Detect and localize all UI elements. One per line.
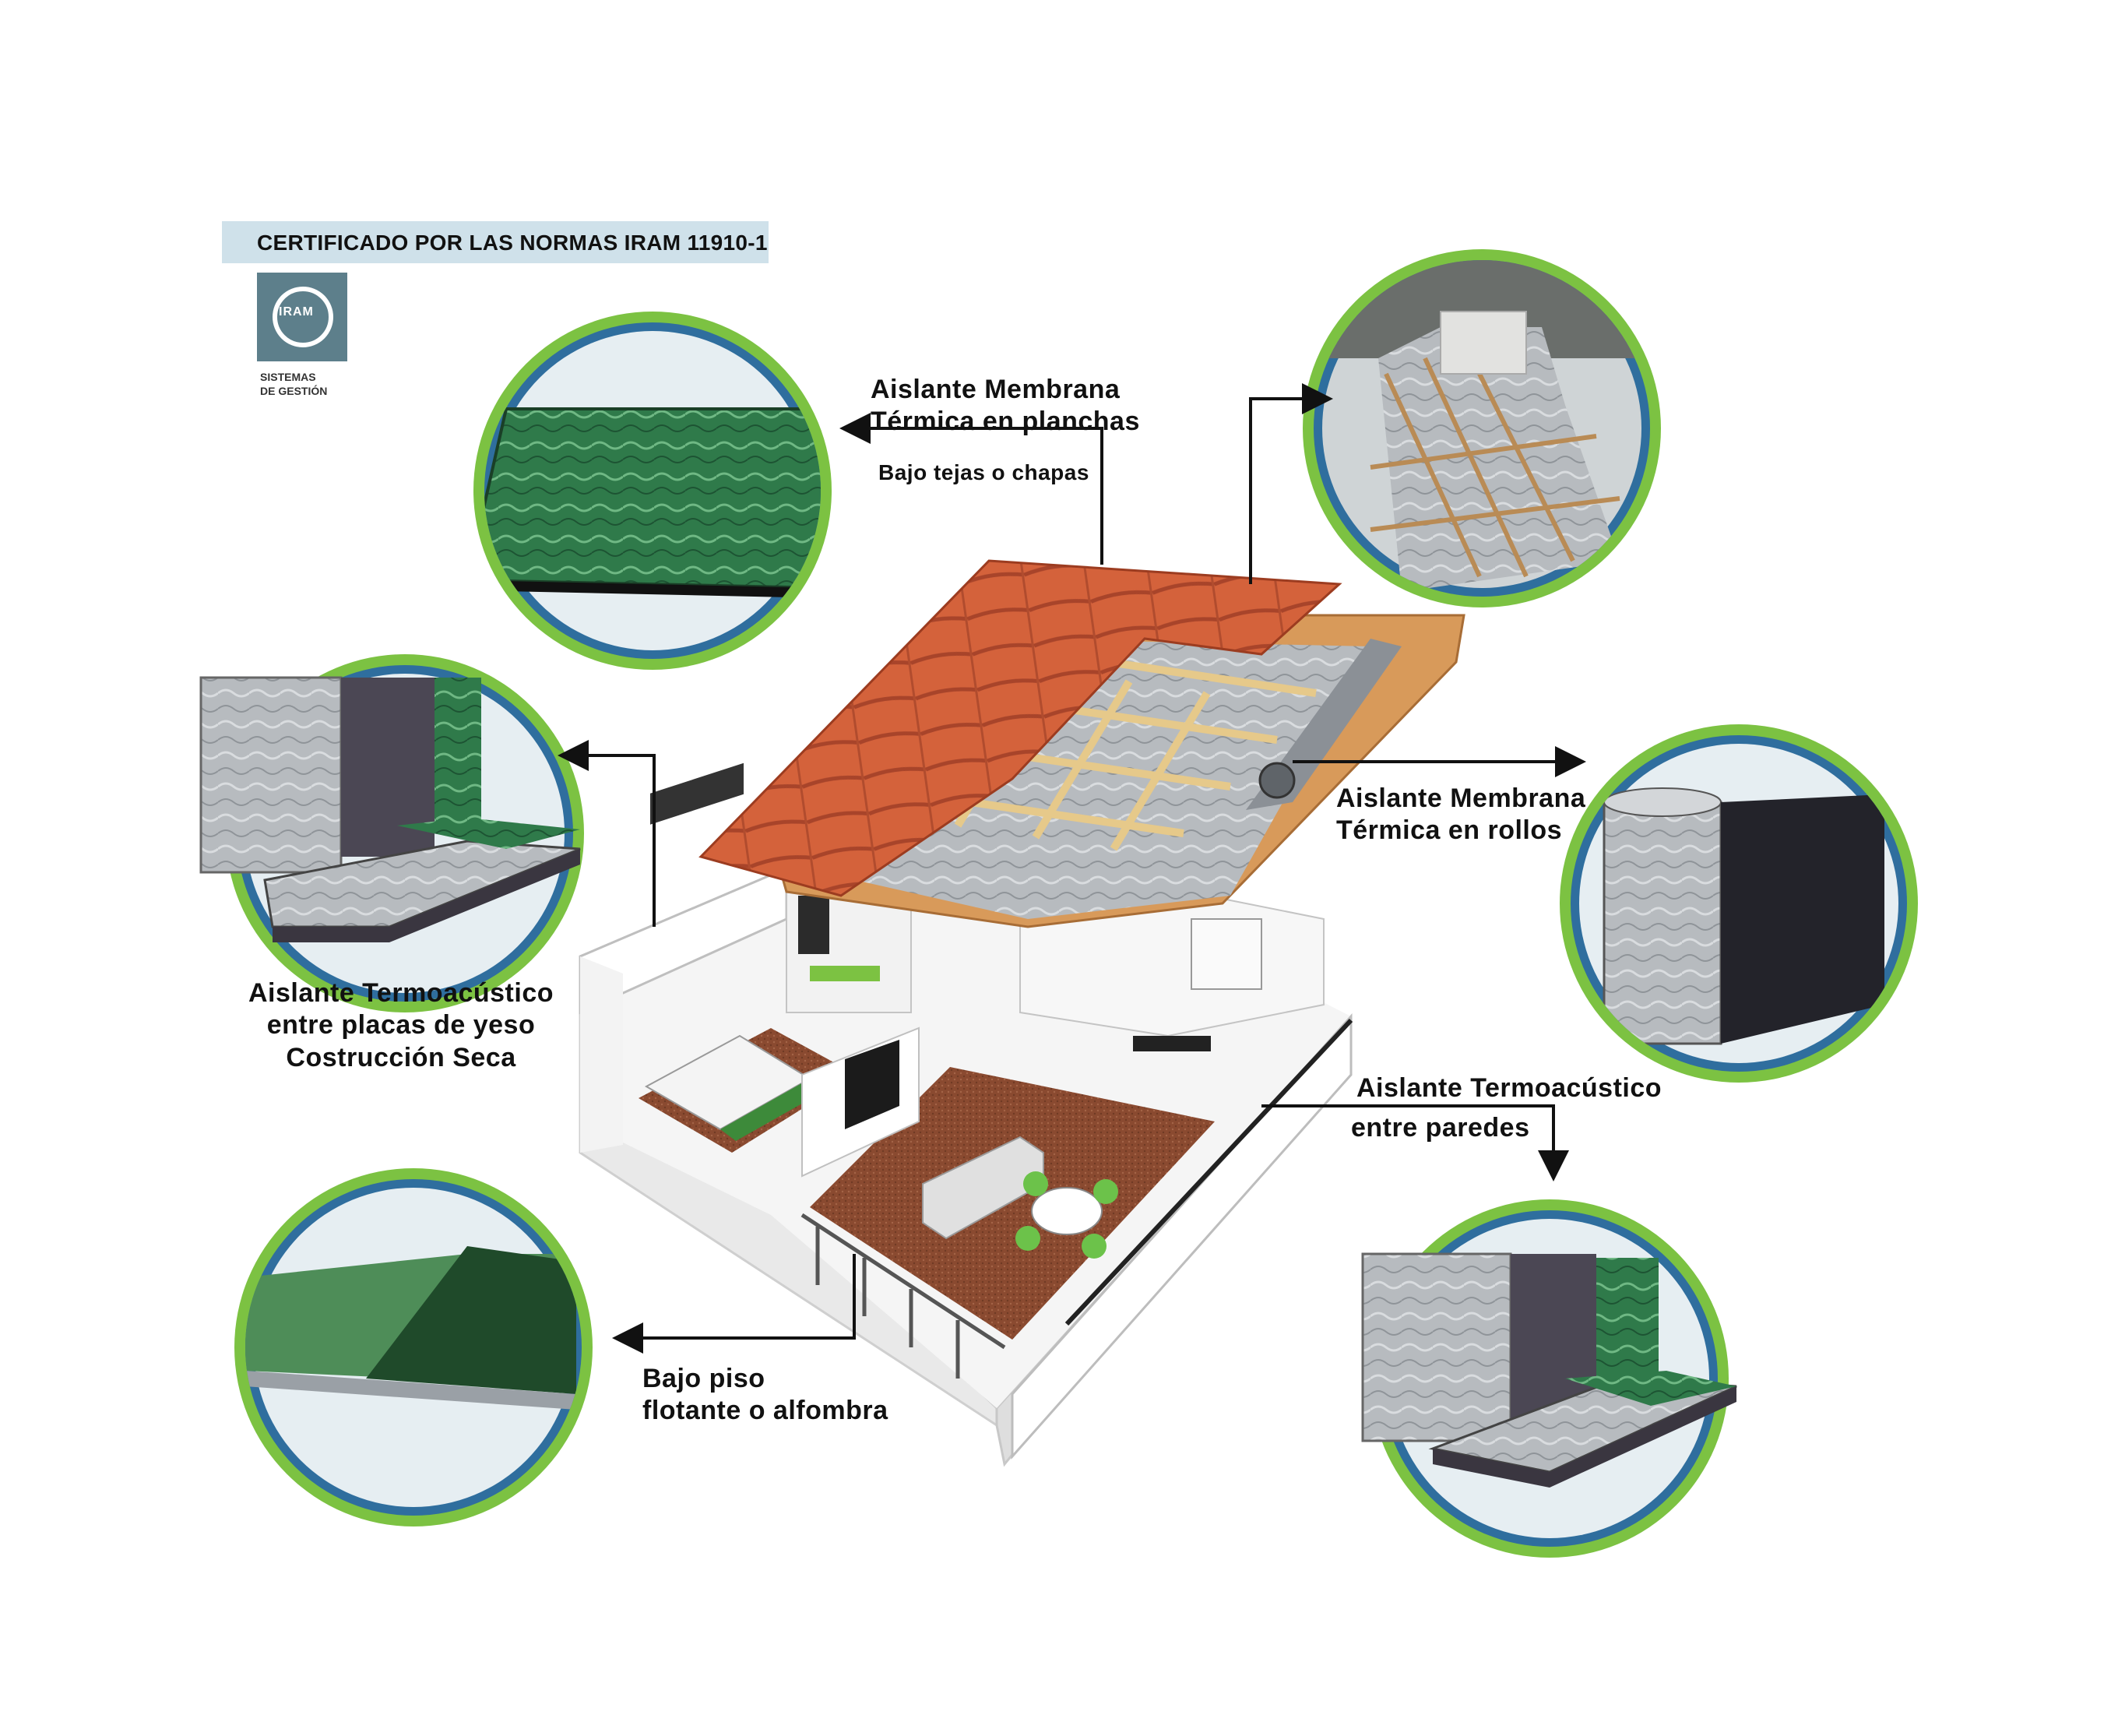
circle-entre-paredes: [1361, 1199, 1737, 1558]
roof-roll-end: [1258, 762, 1296, 799]
label-rollos-line2: Térmica en rollos: [1336, 815, 1563, 846]
balcony-railing: [800, 1213, 1006, 1379]
chair: [1093, 1179, 1118, 1204]
label-seca-line2: entre placas de yeso: [266, 1010, 536, 1041]
bathroom-vanity: [810, 966, 880, 981]
certification-banner: [222, 221, 769, 263]
iram-logo: IRAM SISTEMAS DE GESTIÓN: [257, 273, 347, 405]
wall-left-face: [580, 956, 623, 1153]
wall-front-right: [1011, 1013, 1353, 1460]
circle-roof-photo: [1303, 249, 1661, 607]
label-paredes-line2: entre paredes: [1351, 1113, 1530, 1143]
bed-blanket: [720, 1079, 825, 1141]
chair: [1023, 1171, 1048, 1196]
iram-logo-text: IRAM: [279, 305, 314, 319]
wall-top-edge: [1064, 1018, 1353, 1326]
arrow-planchas: [839, 413, 1103, 565]
living-floor: [810, 1067, 1215, 1340]
certification-text: CERTIFICADO POR LAS NORMAS IRAM 11910-1: [257, 231, 768, 255]
label-construccion-seca: Aislante Termoacústico entre placas de y…: [214, 977, 588, 1074]
arrow-seca: [558, 740, 656, 927]
circle-bajo-piso: [234, 1168, 593, 1526]
bedroom-mirror: [650, 762, 744, 825]
arrow-roof-photo: [1249, 383, 1333, 584]
label-planchas-line2: Térmica en planchas: [871, 407, 1140, 437]
iram-logo-subtitle: DE GESTIÓN: [260, 385, 328, 397]
label-planchas: Aislante Membrana Térmica en planchas: [871, 374, 1140, 438]
tv: [845, 1040, 899, 1129]
label-rollos-line1: Aislante Membrana: [1336, 783, 1586, 813]
label-seca-line1: Aislante Termoacústico: [248, 978, 554, 1008]
label-piso-line2: flotante o alfombra: [642, 1396, 888, 1426]
label-planchas-line1: Aislante Membrana: [871, 375, 1121, 404]
circle-construccion-seca: [199, 654, 584, 1012]
house-cutaway: [579, 762, 1353, 1467]
roof-tiles: [698, 559, 1342, 897]
roof-foil-layer: [786, 639, 1370, 919]
label-rollos: Aislante Membrana Térmica en rollos: [1336, 783, 1585, 847]
kitchen-cabinet: [1191, 918, 1262, 990]
bathroom-mirror: [798, 896, 829, 954]
label-planchas-sub: Bajo tejas o chapas: [878, 460, 1089, 484]
roof-cutaway: [698, 559, 1465, 928]
label-seca-line3: Costrucción Seca: [286, 1042, 516, 1072]
dining-table: [1031, 1187, 1103, 1235]
iram-ring-icon: [273, 287, 333, 347]
circle-membrana-rollos: [1560, 724, 1918, 1083]
label-paredes-line1: Aislante Termoacústico: [1356, 1073, 1662, 1103]
chair: [1015, 1226, 1040, 1251]
label-piso-line1: Bajo piso: [642, 1364, 765, 1393]
kitchen-counter: [1133, 1036, 1211, 1051]
chair: [1082, 1234, 1107, 1259]
iram-logo-subtitle: SISTEMAS: [260, 371, 316, 383]
arrow-piso: [612, 1254, 856, 1354]
iram-logo-box: IRAM: [257, 273, 347, 361]
callout-arrows: [558, 383, 1586, 1354]
circle-membrana-planchas: [473, 312, 832, 670]
arrow-paredes: [1261, 1104, 1569, 1181]
label-bajo-piso: Bajo piso flotante o alfombra: [642, 1363, 888, 1428]
